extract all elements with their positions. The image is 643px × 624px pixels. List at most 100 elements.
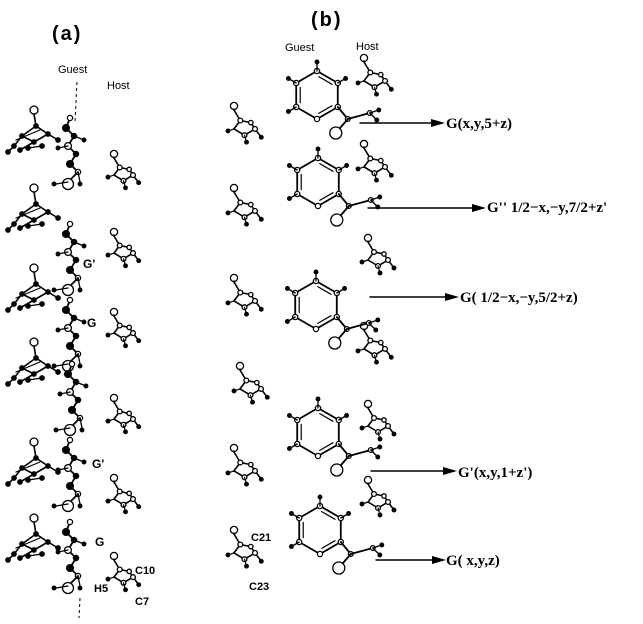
bond (227, 300, 235, 304)
oxygen-atom (61, 581, 75, 595)
oxygen-atom (116, 164, 123, 171)
ring-bond (298, 505, 321, 519)
atom (74, 396, 82, 404)
bond (55, 503, 69, 507)
atom (244, 563, 249, 569)
atom (81, 541, 87, 547)
atom (45, 539, 51, 545)
atom (286, 163, 292, 168)
oxygen-atom (384, 422, 392, 430)
ring-bond (317, 157, 340, 171)
atom (315, 146, 321, 152)
oxygen-atom (251, 467, 259, 474)
ring-inner-bond (319, 442, 334, 451)
atom (123, 587, 128, 593)
atom (258, 558, 264, 564)
bond (21, 283, 37, 295)
atom (244, 311, 249, 317)
bond (77, 353, 81, 365)
atom (388, 172, 394, 178)
bond (15, 287, 41, 299)
atom (55, 549, 61, 555)
atom (61, 445, 71, 455)
oxygen-atom (237, 459, 244, 466)
oxygen-atom (116, 566, 123, 573)
bond (227, 552, 235, 556)
atom (391, 431, 397, 437)
atom (51, 585, 57, 591)
ring-inner-bond (319, 163, 334, 172)
atom (11, 221, 17, 227)
atom (374, 117, 380, 123)
bond (27, 303, 43, 307)
oxygen-atom (66, 220, 74, 228)
oxygen-atom (332, 561, 346, 575)
guest-label-g-prime-lower: G' (92, 457, 105, 471)
atom (17, 225, 23, 231)
atom (31, 371, 37, 377)
symmetry-label-2: G'' 1/2−x,−y,7/2+z' (487, 200, 608, 216)
cc-bond (349, 547, 374, 555)
atom (77, 287, 83, 293)
oxygen-atom (129, 574, 137, 581)
bond (357, 348, 365, 352)
oxygen-atom (29, 337, 39, 347)
oxygen-atom (247, 119, 254, 126)
atom (31, 139, 37, 145)
ring-bond (295, 70, 318, 84)
panel-b-host-header: Host (356, 41, 379, 53)
atom (17, 555, 23, 561)
atom (313, 269, 319, 275)
atom (346, 511, 352, 516)
atom (379, 542, 385, 548)
bond (79, 417, 83, 429)
atom (288, 544, 294, 549)
ring-inner-bond (317, 315, 332, 324)
oxygen-atom (367, 69, 374, 76)
atom-label-c10: C10 (135, 565, 156, 577)
oxygen-atom (129, 172, 137, 179)
atom (5, 481, 11, 487)
atom (136, 338, 142, 344)
atom (123, 509, 128, 515)
atom (136, 424, 142, 430)
atom (288, 511, 294, 516)
cc-bond (347, 449, 372, 457)
atom (343, 76, 349, 81)
arrow-head (443, 467, 457, 475)
atom (31, 471, 37, 477)
atom (67, 405, 77, 415)
oxygen-atom (63, 423, 77, 437)
atom (45, 363, 51, 369)
oxygen-atom (313, 115, 321, 123)
atom (388, 86, 394, 92)
atom (391, 265, 397, 271)
oxygen-atom (116, 242, 123, 249)
oxygen-atom (116, 322, 123, 329)
atom (72, 472, 80, 480)
guest-axis-top (74, 81, 78, 123)
atom (55, 215, 61, 221)
oxygen-atom (328, 336, 342, 350)
oxygen-atom (66, 114, 74, 122)
arrow-head (472, 204, 486, 212)
bond (107, 498, 115, 502)
oxygen-atom (237, 289, 244, 296)
atom (258, 306, 264, 312)
atom (285, 109, 291, 114)
atom (53, 427, 59, 433)
bond (21, 203, 37, 215)
ring-inner-bond (318, 76, 333, 85)
oxygen-atom (29, 263, 39, 273)
atom (286, 446, 292, 451)
atom (65, 481, 75, 491)
atom (244, 481, 249, 487)
atom (284, 286, 290, 291)
atom (77, 181, 83, 187)
oxygen-atom (377, 339, 384, 346)
ring-inner-bond (318, 105, 333, 114)
guest-label-g-lower: G (95, 535, 105, 549)
oxygen-atom (381, 77, 389, 84)
symmetry-label-3: G( 1/2−x,−y,5/2+z) (460, 290, 578, 306)
